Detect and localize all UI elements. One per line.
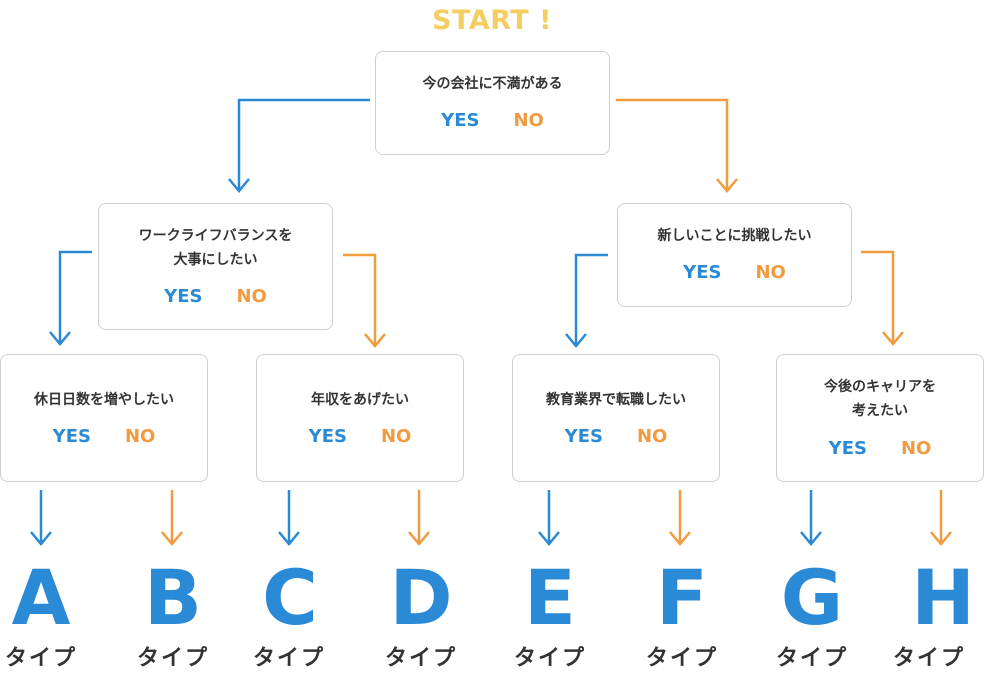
arrow-e	[538, 490, 560, 546]
arrow-a	[30, 490, 52, 546]
yes-label: YES	[441, 110, 480, 131]
result-letter-a: A	[11, 553, 71, 642]
arrow-d	[408, 490, 430, 546]
arrow-challenge-no	[861, 250, 904, 346]
result-letter-b: B	[144, 553, 202, 642]
arrow-worklife-no	[343, 253, 386, 348]
arrow-b	[161, 490, 183, 546]
no-label: NO	[380, 426, 412, 447]
yes-label: YES	[828, 438, 867, 459]
answer-row: YES NO	[376, 110, 609, 131]
question-text: 年収をあげたい	[311, 392, 409, 408]
question-root: 今の会社に不満がある YES NO	[375, 51, 610, 155]
result-letter-c: C	[262, 553, 318, 642]
answer-row: YES NO	[99, 286, 332, 307]
arrow-c	[278, 490, 300, 546]
no-label: NO	[236, 286, 267, 307]
result-letter-g: G	[780, 553, 844, 642]
question-income: 年収をあげたい YES NO	[256, 354, 464, 482]
question-text: ワークライフバランスを 大事にしたい	[138, 228, 293, 268]
result-type-c: タイプ	[252, 646, 325, 671]
no-label: NO	[513, 110, 544, 131]
no-label: NO	[124, 426, 156, 447]
question-career: 今後のキャリアを 考えたい YES NO	[776, 354, 984, 482]
yes-label: YES	[164, 286, 203, 307]
result-type-h: タイプ	[892, 646, 965, 671]
answer-row: YES NO	[1, 426, 207, 447]
arrow-f	[669, 490, 691, 546]
yes-label: YES	[52, 426, 91, 447]
question-challenge: 新しいことに挑戦したい YES NO	[617, 203, 852, 307]
result-type-e: タイプ	[513, 646, 586, 671]
result-letter-e: E	[524, 553, 576, 642]
result-type-g: タイプ	[775, 646, 848, 671]
arrow-challenge-yes	[565, 253, 608, 348]
yes-label: YES	[308, 426, 347, 447]
result-type-a: タイプ	[4, 646, 77, 671]
question-text: 今後のキャリアを 考えたい	[824, 379, 936, 419]
arrow-worklife-yes	[49, 250, 92, 346]
result-type-d: タイプ	[384, 646, 457, 671]
start-label: START !	[432, 5, 552, 36]
no-label: NO	[755, 262, 786, 283]
answer-row: YES NO	[777, 438, 983, 459]
arrow-root-no	[616, 98, 738, 193]
question-text: 教育業界で転職したい	[546, 392, 686, 408]
yes-label: YES	[564, 426, 603, 447]
result-type-b: タイプ	[136, 646, 209, 671]
answer-row: YES NO	[513, 426, 719, 447]
result-letter-h: H	[911, 553, 975, 642]
no-label: NO	[636, 426, 668, 447]
question-education: 教育業界で転職したい YES NO	[512, 354, 720, 482]
yes-label: YES	[683, 262, 722, 283]
arrow-g	[800, 490, 822, 546]
question-text: 今の会社に不満がある	[422, 76, 563, 92]
arrow-h	[930, 490, 952, 546]
question-holidays: 休日日数を増やしたい YES NO	[0, 354, 208, 482]
question-text: 休日日数を増やしたい	[34, 392, 174, 408]
arrow-root-yes	[228, 98, 370, 193]
result-letter-f: F	[656, 553, 708, 642]
result-type-f: タイプ	[645, 646, 718, 671]
question-work-life: ワークライフバランスを 大事にしたい YES NO	[98, 203, 333, 330]
question-text: 新しいことに挑戦したい	[657, 228, 812, 244]
no-label: NO	[900, 438, 932, 459]
answer-row: YES NO	[618, 262, 851, 283]
result-letter-d: D	[389, 553, 453, 642]
answer-row: YES NO	[257, 426, 463, 447]
